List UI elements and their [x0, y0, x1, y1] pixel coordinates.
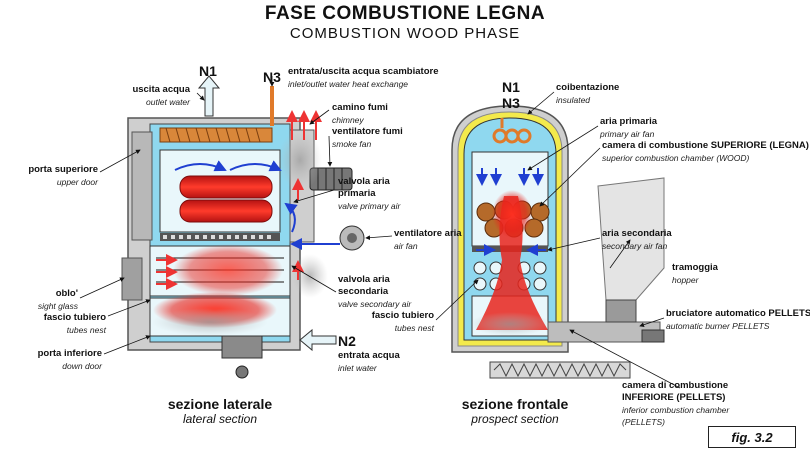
marker-n3-prospect: N3 [502, 95, 520, 111]
marker-n2: N2 [338, 333, 356, 349]
leader-lines [79, 76, 681, 389]
marker-n3-lateral: N3 [263, 69, 281, 85]
figure-number: fig. 3.2 [708, 426, 796, 448]
label-upper-chamber: camera di combustione SUPERIORE (LEGNA)s… [602, 140, 809, 163]
marker-n1-prospect: N1 [502, 79, 520, 95]
label-lower-chamber: camera di combustione INFERIORE (PELLETS… [622, 380, 730, 427]
caption-prospect-it: sezione frontale [461, 396, 569, 412]
marker-n1-lateral: N1 [199, 63, 217, 79]
caption-lateral-en: lateral section [182, 412, 258, 426]
lateral-section [121, 75, 365, 379]
label-sight-glass: oblo'sight glass [37, 288, 78, 311]
prospect-section [451, 105, 665, 379]
caption-prospect-en: prospect section [471, 412, 559, 426]
title-en: COMBUSTION WOOD PHASE [289, 25, 521, 42]
title-it: FASE COMBUSTIONE LEGNA [264, 3, 546, 24]
caption-lateral-it: sezione laterale [167, 396, 273, 412]
